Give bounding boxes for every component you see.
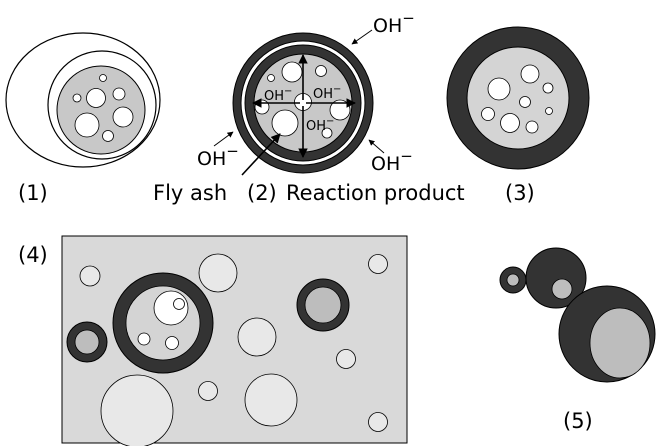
oh-ion-top: OH− (373, 9, 415, 37)
reaction-product-label: Reaction product (286, 181, 465, 205)
stage-4-inner-pore (137, 332, 151, 346)
stage-4-particle (244, 373, 298, 427)
stage-2-inner-oh-left: OH− (264, 86, 292, 104)
stage-3-pore (500, 113, 520, 133)
oh-ion-right: OH− (371, 147, 413, 175)
stage-1-pore (99, 74, 107, 82)
stage-5-medium-core (551, 278, 573, 300)
fly-ash-pointer (241, 133, 281, 176)
stage-4-label: (4) (18, 243, 48, 267)
stage-4-particle (368, 412, 388, 432)
stage-1-pore (72, 93, 82, 103)
stage-2-pore (329, 99, 351, 121)
oh-ion-left: OH− (197, 142, 239, 170)
stage-3-pore (545, 107, 553, 115)
stage-1-pore (86, 88, 106, 108)
stage-4-particle (198, 253, 238, 293)
stage-2-pore (315, 65, 327, 77)
stage-2-pore (321, 127, 333, 139)
stage-4-matrix (61, 235, 408, 446)
stage-4-shelled-core (304, 286, 342, 324)
stage-4-particle (100, 374, 174, 446)
stage-1-pore (112, 106, 134, 128)
stage-3-pore (542, 82, 554, 94)
stage-4-inner-pore (173, 298, 185, 310)
stage-2-inner-oh-bottom: OH− (306, 116, 334, 134)
oh-left-pointer (213, 131, 234, 147)
stage-4-particle (79, 265, 101, 287)
stage-3-label: (3) (505, 181, 535, 205)
stage-1-pore (112, 87, 126, 101)
stage-4-particle (368, 254, 388, 274)
fly-ash-label: Fly ash (153, 181, 227, 205)
stage-1-label: (1) (18, 181, 48, 205)
stage-2-inner-oh-right: OH− (313, 84, 341, 102)
stage-1-fly-ash-particle (5, 32, 161, 168)
stage-4-particle (336, 349, 356, 369)
stage-5-small-core (506, 273, 520, 287)
oh-top-pointer (351, 29, 373, 45)
stage-3-pore (525, 120, 539, 134)
oh-right-pointer (368, 139, 385, 154)
stage-5-particles (499, 247, 656, 383)
stage-3-pore (519, 96, 531, 108)
stage-1-pore (74, 112, 100, 138)
stage-4-shelled-core (74, 329, 100, 355)
stage-1-pore (102, 130, 114, 142)
stage-4-particle (198, 381, 218, 401)
stage-2-pore (267, 74, 275, 82)
stage-2-pore (271, 109, 299, 137)
stage-2-reacting-particle: OH− OH− OH− (232, 32, 374, 174)
stage-5-large-core (589, 307, 651, 379)
stage-3-reacted-particle (446, 26, 590, 170)
stage-3-pore (487, 77, 511, 101)
stage-3-fly-ash-core (466, 46, 570, 150)
stage-3-pore (481, 107, 495, 121)
stage-2-pore (281, 61, 303, 83)
stage-4-particle (237, 317, 277, 357)
stage-5-label: (5) (563, 409, 593, 433)
stage-2-label: (2) (247, 181, 277, 205)
stage-4-inner-pore (165, 336, 179, 350)
stage-3-pore (520, 64, 540, 84)
